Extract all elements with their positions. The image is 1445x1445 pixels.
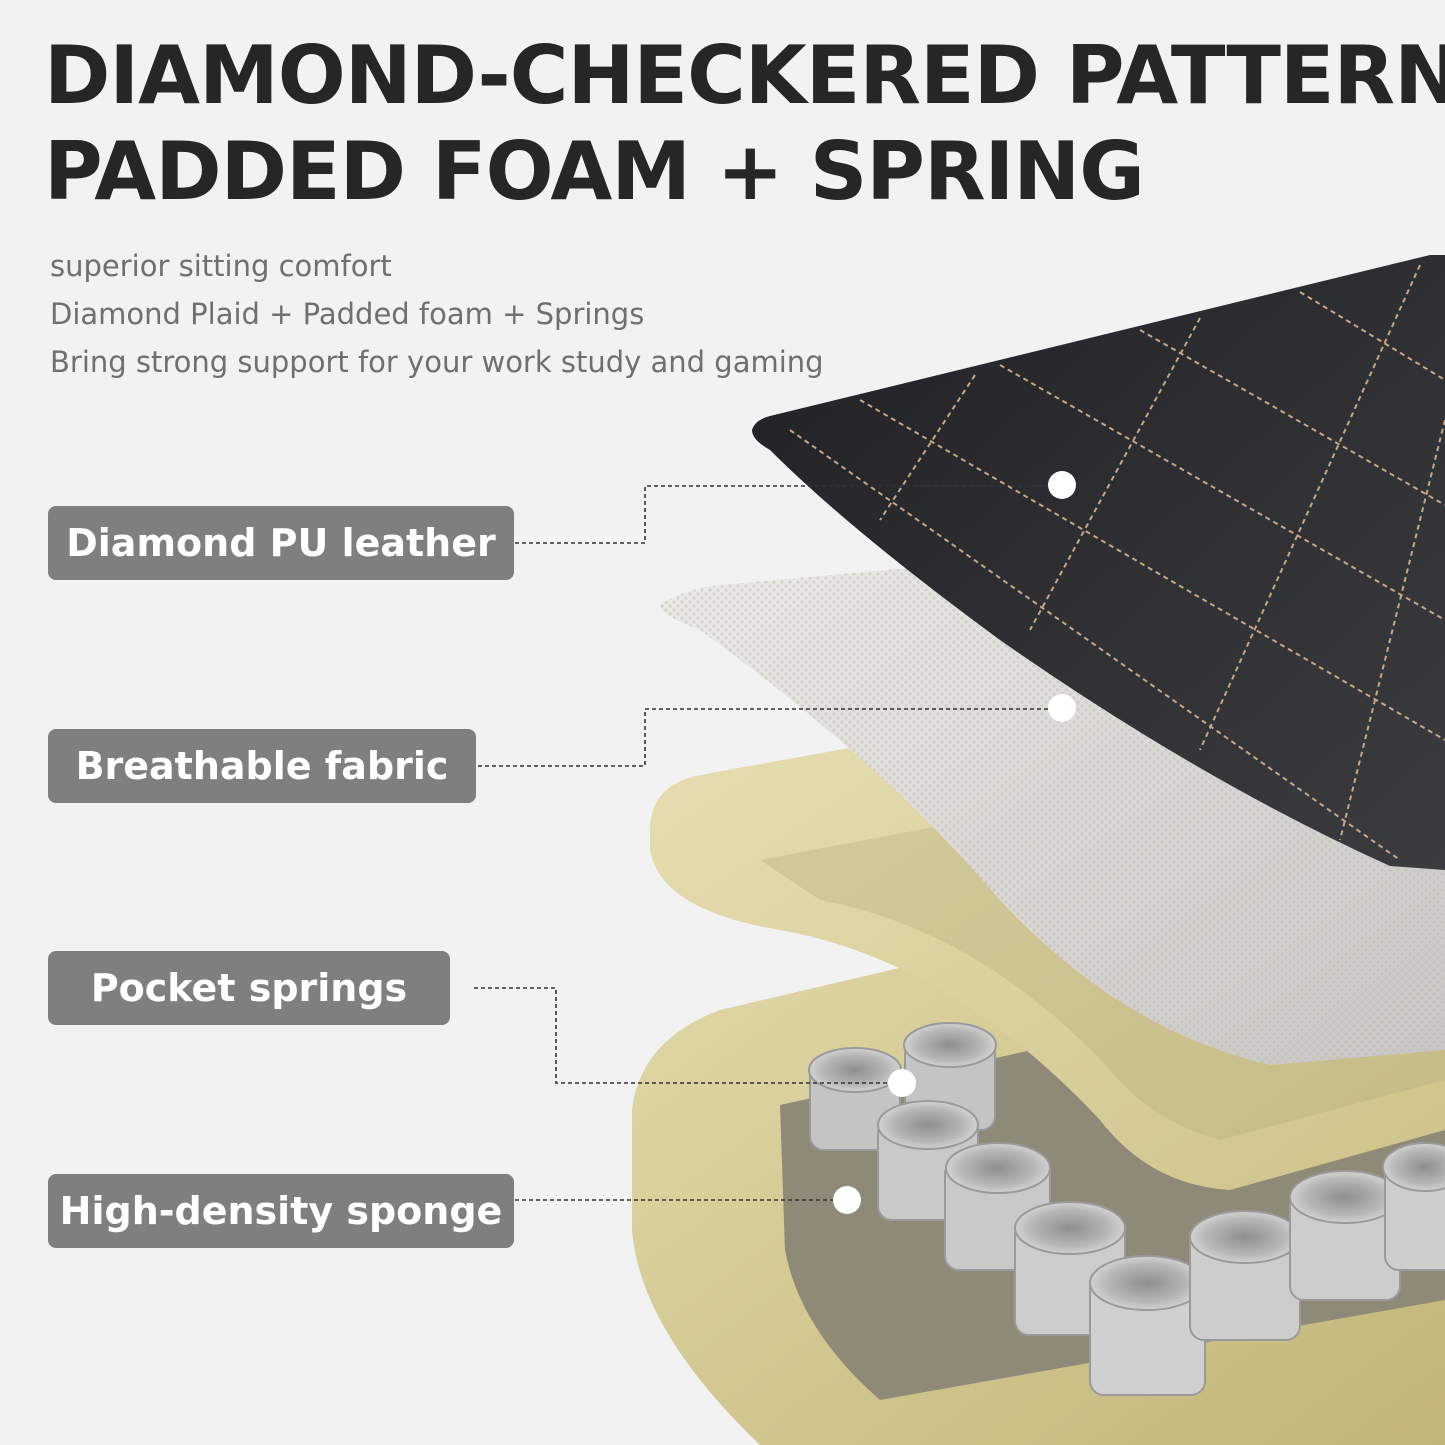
callout-lines xyxy=(474,485,1060,1201)
marker-dot-fabric xyxy=(1048,694,1076,722)
headline: DIAMOND-CHECKERED PATTERN PADDED FOAM + … xyxy=(44,28,1445,220)
label-pocket-springs: Pocket springs xyxy=(48,951,450,1025)
marker-dot-sponge xyxy=(833,1186,861,1214)
pocket-springs xyxy=(808,1022,1445,1396)
subtext: superior sitting comfort Diamond Plaid +… xyxy=(50,242,824,386)
subtext-line-1: superior sitting comfort xyxy=(50,249,392,283)
marker-dot-springs xyxy=(888,1069,916,1097)
callout-markers xyxy=(833,471,1076,1214)
label-breathable-fabric: Breathable fabric xyxy=(48,729,476,803)
diamond-leather-layer xyxy=(752,255,1445,870)
headline-line-2: PADDED FOAM + SPRING xyxy=(44,125,1145,218)
subtext-line-3: Bring strong support for your work study… xyxy=(50,345,824,379)
marker-dot-leather xyxy=(1048,471,1076,499)
label-high-density-sponge: High-density sponge xyxy=(48,1174,514,1248)
headline-line-1: DIAMOND-CHECKERED PATTERN xyxy=(44,29,1445,122)
subtext-line-2: Diamond Plaid + Padded foam + Springs xyxy=(50,297,645,331)
label-diamond-pu-leather: Diamond PU leather xyxy=(48,506,514,580)
